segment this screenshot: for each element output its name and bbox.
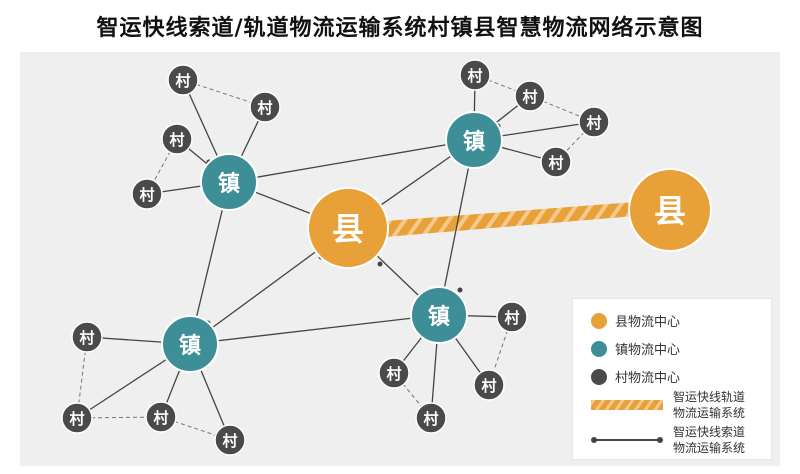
svg-text:村: 村 bbox=[175, 72, 190, 90]
svg-text:村: 村 bbox=[504, 309, 519, 327]
svg-text:镇: 镇 bbox=[218, 172, 240, 197]
legend-rail: 智运快线轨道 物流运输系统 bbox=[591, 389, 745, 421]
town-dot-icon bbox=[591, 340, 607, 357]
legend-rail-label: 智运快线轨道 物流运输系统 bbox=[673, 389, 745, 421]
svg-text:村: 村 bbox=[522, 88, 537, 106]
village-dot-icon bbox=[591, 368, 607, 385]
rail-swatch-icon bbox=[591, 400, 663, 410]
village-node: 村 bbox=[415, 402, 447, 434]
svg-text:村: 村 bbox=[423, 410, 438, 428]
village-node: 村 bbox=[578, 106, 610, 138]
legend-county: 县物流中心 bbox=[591, 311, 680, 330]
village-node: 村 bbox=[145, 401, 177, 433]
county-dot-icon bbox=[591, 312, 607, 329]
svg-text:县: 县 bbox=[654, 192, 686, 230]
svg-text:村: 村 bbox=[386, 365, 401, 383]
svg-text:村: 村 bbox=[586, 114, 601, 132]
svg-text:村: 村 bbox=[222, 432, 237, 450]
village-node: 村 bbox=[167, 64, 199, 96]
village-node: 村 bbox=[161, 123, 193, 155]
village-node: 村 bbox=[473, 369, 505, 401]
town-node: 镇 bbox=[445, 111, 503, 169]
village-node: 村 bbox=[378, 357, 410, 389]
svg-text:村: 村 bbox=[169, 131, 184, 149]
village-node: 村 bbox=[514, 80, 546, 112]
svg-text:村: 村 bbox=[69, 410, 84, 428]
svg-text:村: 村 bbox=[139, 186, 154, 204]
svg-text:村: 村 bbox=[481, 377, 496, 395]
legend-rail-line1: 智运快线轨道 bbox=[673, 390, 746, 404]
legend-rail-line2: 物流运输系统 bbox=[673, 406, 746, 420]
svg-text:镇: 镇 bbox=[463, 130, 485, 155]
town-node: 镇 bbox=[410, 286, 468, 344]
legend-cable: 智运快线索道 物流运输系统 bbox=[591, 424, 745, 456]
svg-text:镇: 镇 bbox=[179, 334, 201, 359]
village-node: 村 bbox=[61, 402, 93, 434]
village-node: 村 bbox=[71, 321, 103, 353]
village-node: 村 bbox=[459, 59, 491, 91]
legend-county-label: 县物流中心 bbox=[615, 315, 681, 330]
cable-swatch-icon bbox=[591, 435, 663, 445]
svg-text:县: 县 bbox=[332, 210, 364, 248]
svg-text:村: 村 bbox=[79, 329, 94, 347]
svg-text:村: 村 bbox=[153, 409, 168, 427]
legend-cable-line1: 智运快线索道 bbox=[673, 425, 746, 439]
county-node: 县 bbox=[307, 187, 389, 269]
svg-text:镇: 镇 bbox=[428, 305, 450, 330]
svg-text:村: 村 bbox=[548, 154, 563, 172]
town-node: 镇 bbox=[200, 153, 258, 211]
diagram-title: 智运快线索道/轨道物流运输系统村镇县智慧物流网络示意图 bbox=[96, 16, 704, 41]
legend-town-label: 镇物流中心 bbox=[615, 343, 681, 358]
village-node: 村 bbox=[249, 91, 281, 123]
legend-village-label: 村物流中心 bbox=[615, 371, 681, 386]
legend-village: 村物流中心 bbox=[591, 367, 680, 386]
village-node: 村 bbox=[214, 424, 246, 456]
county-node: 县 bbox=[628, 168, 712, 252]
legend-cable-line2: 物流运输系统 bbox=[673, 441, 746, 455]
legend-cable-label: 智运快线索道 物流运输系统 bbox=[673, 424, 745, 456]
legend: 县物流中心 镇物流中心 村物流中心 智运快线轨道 物流运输系统 智运快线索道 物… bbox=[572, 298, 772, 460]
legend-town: 镇物流中心 bbox=[591, 339, 680, 358]
village-node: 村 bbox=[540, 146, 572, 178]
svg-text:村: 村 bbox=[257, 99, 272, 117]
town-node: 镇 bbox=[161, 315, 219, 373]
village-node: 村 bbox=[496, 301, 528, 333]
village-node: 村 bbox=[131, 178, 163, 210]
svg-text:村: 村 bbox=[467, 67, 482, 85]
rail-line bbox=[385, 202, 635, 237]
